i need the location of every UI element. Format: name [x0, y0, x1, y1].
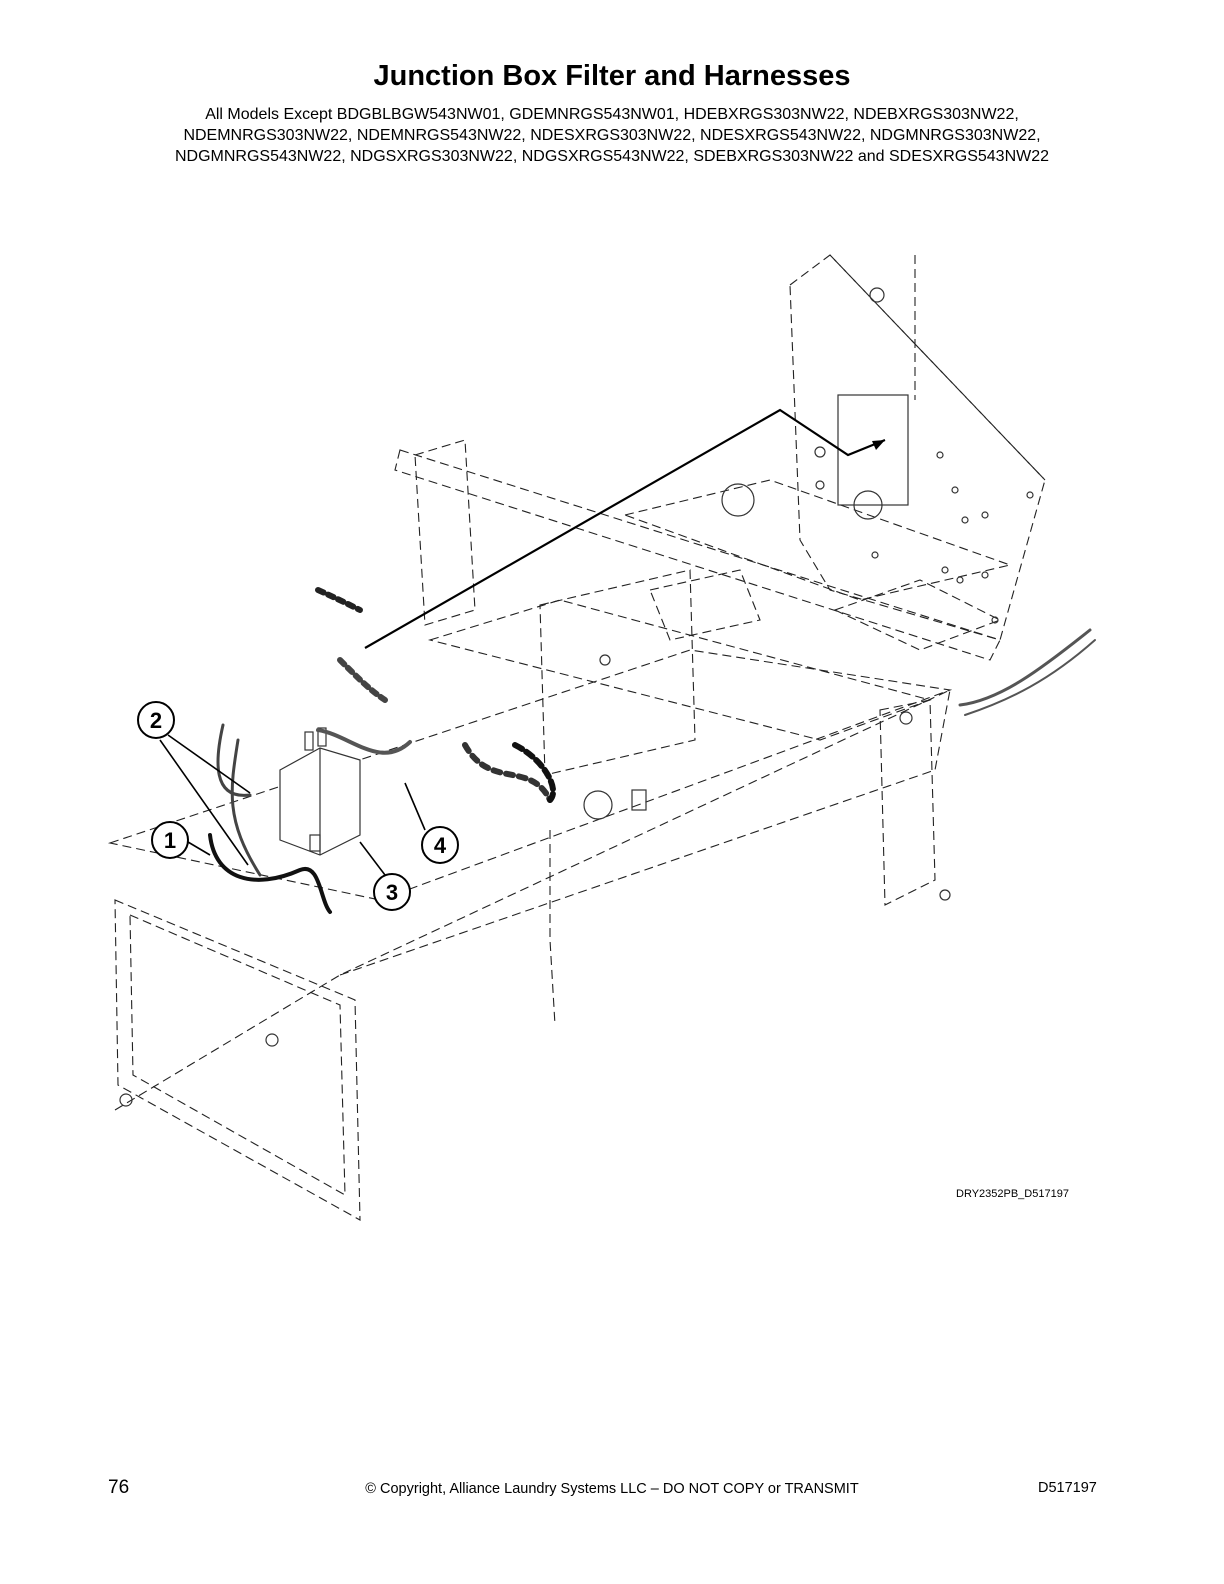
callout-label: 4: [434, 833, 447, 858]
terminal-post: [304, 731, 314, 751]
callout-bubble: [151, 821, 189, 859]
lower-base-outline: [339, 689, 951, 976]
clip: [631, 789, 647, 811]
left-frame-outline: [114, 899, 361, 1221]
callout-label: 1: [164, 828, 176, 853]
upper-lead: [337, 657, 388, 703]
callout-leader: [187, 841, 211, 856]
callout-label: 3: [386, 880, 398, 905]
figure-code: DRY2352PB_D517197: [956, 1188, 1069, 1200]
screw-icon: [265, 1033, 279, 1047]
model-list: All Models Except BDGBLBGW543NW01, GDEMN…: [0, 104, 1224, 167]
screw-icon: [814, 446, 826, 458]
document-number: D517197: [1038, 1480, 1097, 1496]
screw-icon: [939, 889, 951, 901]
left-frame-inner: [129, 914, 346, 1196]
page-title: Junction Box Filter and Harnesses: [373, 60, 851, 92]
copyright-notice: © Copyright, Alliance Laundry Systems LL…: [365, 1481, 859, 1497]
dashed-harness: [462, 742, 553, 803]
rail-lower-outline: [427, 599, 932, 741]
upright-panel-outline: [414, 439, 476, 626]
rail-outline: [394, 449, 1001, 661]
harness-4: [316, 728, 412, 755]
ground-harness-1: [208, 833, 332, 914]
mount-stud: [309, 834, 321, 852]
rear-panel-lower: [833, 579, 1002, 651]
panel-holes: [815, 451, 1034, 624]
rear-knockout: [721, 483, 755, 517]
cabinet-side-outline: [789, 254, 1046, 641]
model-line: NDEMNRGS303NW22, NDEMNRGS543NW22, NDESXR…: [183, 127, 1041, 144]
callout-bubble: [137, 701, 175, 739]
base-panel-outline: [107, 649, 953, 901]
cord-right: [964, 639, 1096, 716]
screw-icon: [119, 1093, 133, 1107]
callout-bubble: [421, 826, 459, 864]
screw-icon: [599, 654, 611, 666]
junction-plate: [837, 394, 909, 506]
arrow-head: [872, 440, 885, 450]
page-number: 76: [108, 1477, 130, 1498]
bracket-outline: [649, 569, 761, 641]
model-line: NDGMNRGS543NW22, NDGSXRGS303NW22, NDGSXR…: [174, 148, 1050, 165]
base-edge-line: [114, 974, 341, 1111]
connection-leader: [364, 408, 886, 649]
cabinet-top-edge: [829, 254, 1046, 481]
upper-lead: [315, 587, 363, 613]
callout-label: 2: [150, 708, 162, 733]
screw-icon: [899, 711, 913, 725]
ground-harness-2a: [230, 738, 262, 877]
power-cord-path: [549, 830, 556, 1026]
rear-panel-outline: [623, 479, 1012, 601]
model-line: All Models Except BDGBLBGW543NW01, GDEMN…: [205, 106, 1019, 123]
ground-harness-2b: [216, 723, 252, 797]
junction-knockout: [853, 490, 883, 520]
cord-right: [958, 628, 1092, 707]
strain-relief: [583, 790, 613, 820]
callout-leader: [404, 782, 426, 831]
callout-leader: [159, 739, 249, 866]
callout-bubble: [373, 873, 411, 911]
callout-leader: [167, 734, 251, 794]
screw-icon: [869, 287, 885, 303]
terminal-post: [317, 727, 327, 747]
right-leg-outline: [879, 699, 936, 906]
dashed-harness: [512, 742, 557, 803]
crossmember-outline: [539, 569, 696, 776]
callout-leader: [359, 841, 386, 876]
